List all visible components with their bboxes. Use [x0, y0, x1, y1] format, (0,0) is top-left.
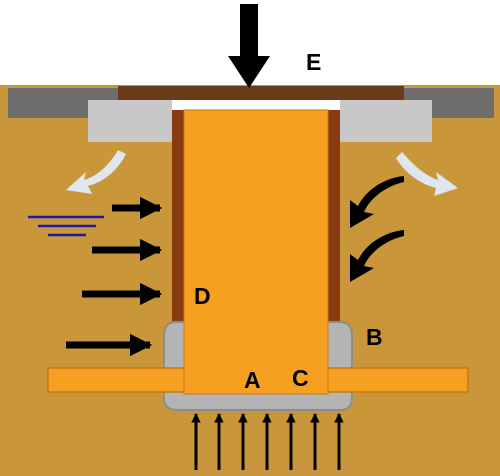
label-b: B — [366, 324, 383, 350]
up-arrow-icon — [191, 413, 344, 470]
collar-left — [88, 100, 178, 142]
label-e: E — [306, 49, 321, 75]
curved-arrow-icon — [350, 176, 404, 282]
liner-right — [328, 110, 340, 330]
cap-gap — [172, 100, 340, 110]
liner-left — [172, 110, 184, 330]
collar-right — [334, 100, 432, 142]
label-a: A — [244, 367, 261, 393]
down-arrow-icon — [228, 4, 270, 88]
label-d: D — [194, 283, 211, 309]
label-c: C — [292, 365, 309, 391]
curved-arrow-icon — [66, 150, 458, 196]
right-arrow-icon — [66, 196, 163, 357]
pile-shaft — [183, 109, 329, 395]
pile-cap — [118, 86, 404, 100]
water-table-icon — [28, 215, 104, 237]
